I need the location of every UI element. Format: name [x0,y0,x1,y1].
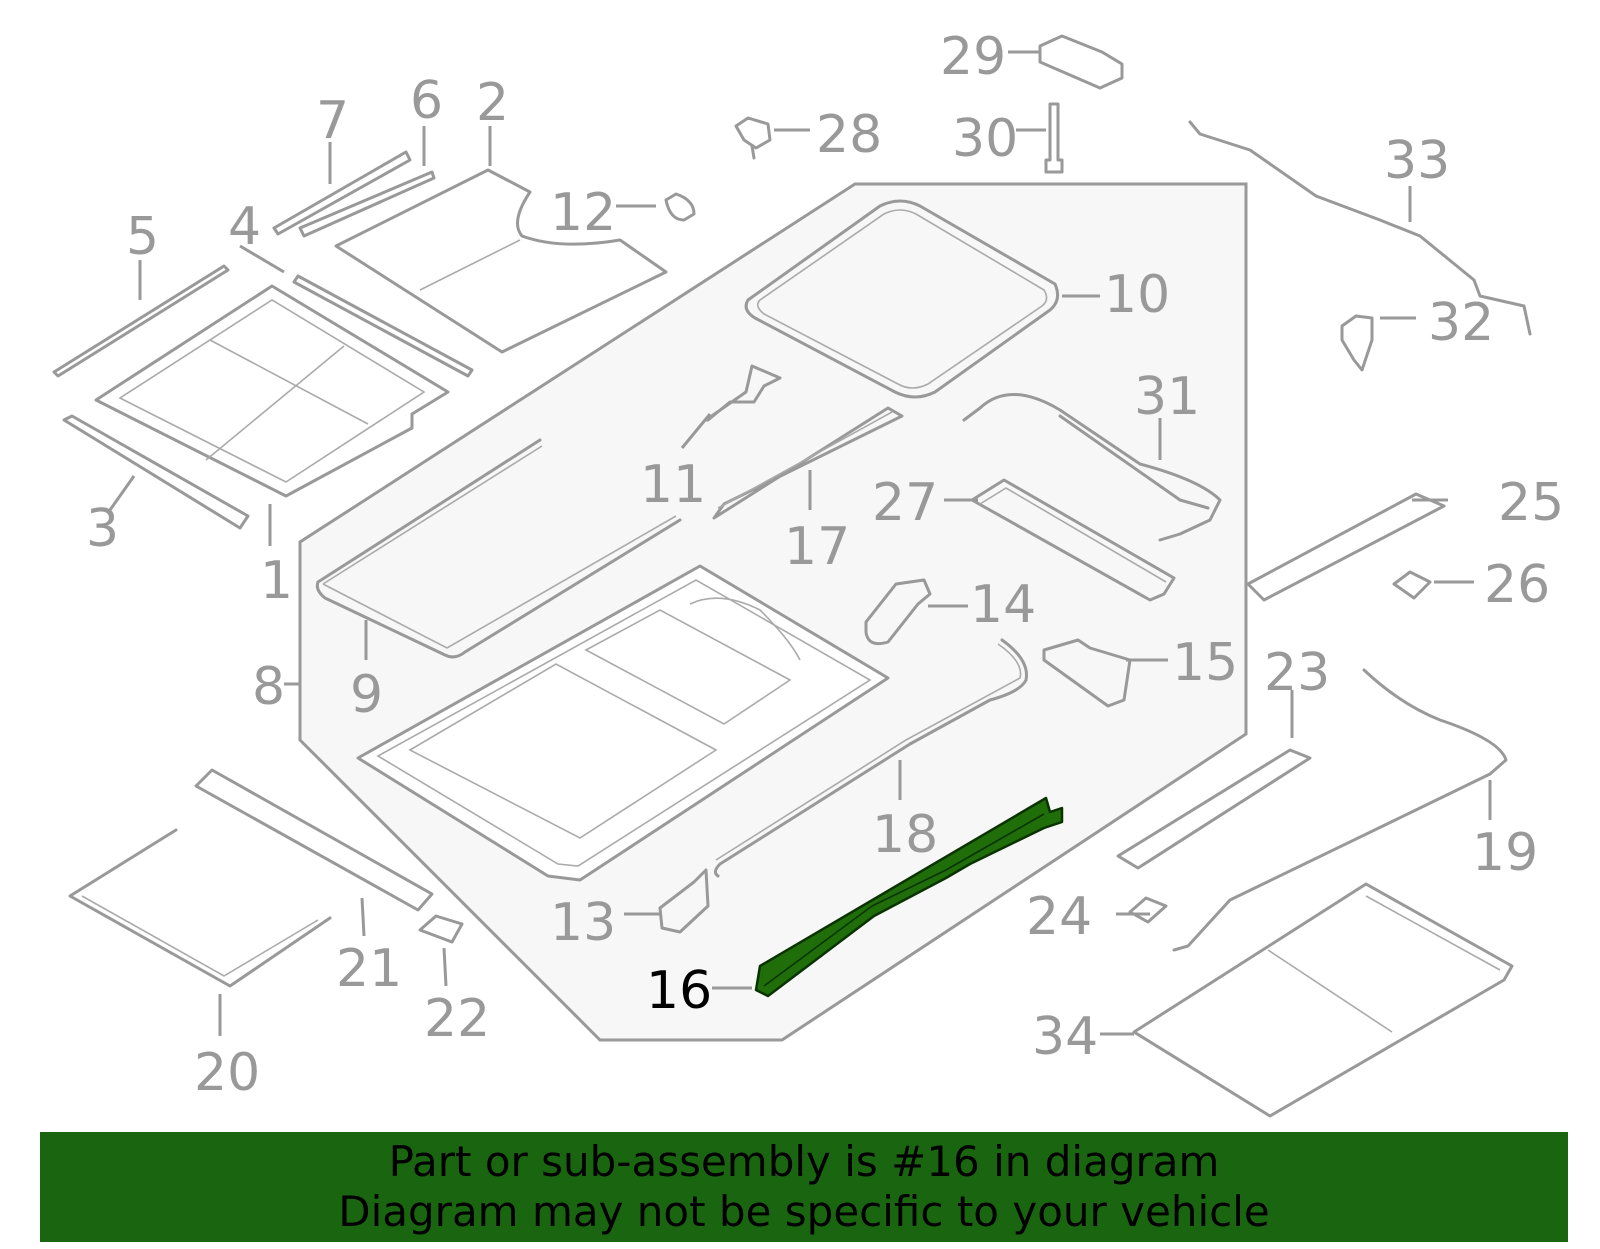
part-28-clip [734,116,772,160]
callout-22: 22 [424,989,490,1049]
callout-33: 33 [1384,131,1450,191]
callout-25: 25 [1498,473,1564,533]
part-22-clip [418,914,464,944]
callout-11: 11 [640,455,706,515]
callout-14: 14 [970,575,1036,635]
part-13-guide [658,868,710,934]
part-31-harness [962,393,1222,542]
callout-16: 16 [646,961,712,1021]
part-8-frame [356,564,890,882]
part-17-rail [712,406,904,520]
part-3-strip [62,414,250,530]
callout-7: 7 [316,91,349,151]
part-32-bracket [1340,314,1374,372]
part-23-strip [1116,748,1312,870]
part-15-bracket [1042,638,1132,708]
part-6-strip [298,170,436,238]
part-9-seal [315,438,682,659]
callout-labels: 1 2 3 4 5 6 7 8 9 10 11 12 13 14 15 16 1… [86,27,1564,1103]
part-7-strip [272,150,412,236]
callout-1: 1 [260,551,293,611]
callout-20: 20 [194,1043,260,1103]
part-2-shade [334,168,668,354]
part-30-bolt [1044,102,1064,174]
part-10-glass [744,199,1060,399]
banner-line-2: Diagram may not be specific to your vehi… [338,1187,1270,1236]
part-21-strip [194,768,434,912]
callout-19: 19 [1472,823,1538,883]
callout-8: 8 [252,657,285,717]
part-26-clip [1392,570,1432,600]
callout-26: 26 [1484,555,1550,615]
callout-31: 31 [1134,367,1200,427]
leader-lines [108,50,1492,1036]
callout-10: 10 [1104,265,1170,325]
part-18-cable [713,638,1028,878]
callout-32: 32 [1428,293,1494,353]
info-banner: Part or sub-assembly is #16 in diagram D… [40,1132,1568,1242]
part-11-bracket [704,364,782,422]
part-5-strip [52,264,230,378]
part-1-glass [94,284,450,498]
part-20-glass [68,828,332,988]
part-27-panel [970,478,1176,602]
part-33-cable [1188,120,1532,336]
callout-15: 15 [1172,633,1238,693]
callout-3: 3 [86,499,119,559]
part-25-strip [1246,492,1446,602]
callout-21: 21 [336,939,402,999]
callout-34: 34 [1032,1007,1098,1067]
part-34-headliner [1132,882,1514,1118]
part-24-clip [1128,896,1168,924]
callout-23: 23 [1264,643,1330,703]
callout-2: 2 [476,73,509,133]
callout-29: 29 [940,27,1006,87]
part-19-cable [1172,668,1508,952]
callout-28: 28 [816,105,882,165]
part-29-bracket [1038,34,1124,90]
callout-13: 13 [550,893,616,953]
callout-18: 18 [872,805,938,865]
part-14-motor [864,578,932,646]
callout-27: 27 [872,473,938,533]
callout-17: 17 [784,517,850,577]
part-4-strip [292,274,474,378]
callout-4: 4 [228,197,261,257]
parts-diagram: 1 2 3 4 5 6 7 8 9 10 11 12 13 14 15 16 1… [52,27,1564,1118]
callout-24: 24 [1026,887,1092,947]
callout-5: 5 [126,207,159,267]
callout-30: 30 [952,109,1018,169]
part-12-clip [664,192,696,222]
callout-6: 6 [410,71,443,131]
banner-line-1: Part or sub-assembly is #16 in diagram [388,1137,1220,1186]
callout-12: 12 [550,183,616,243]
callout-9: 9 [350,665,383,725]
